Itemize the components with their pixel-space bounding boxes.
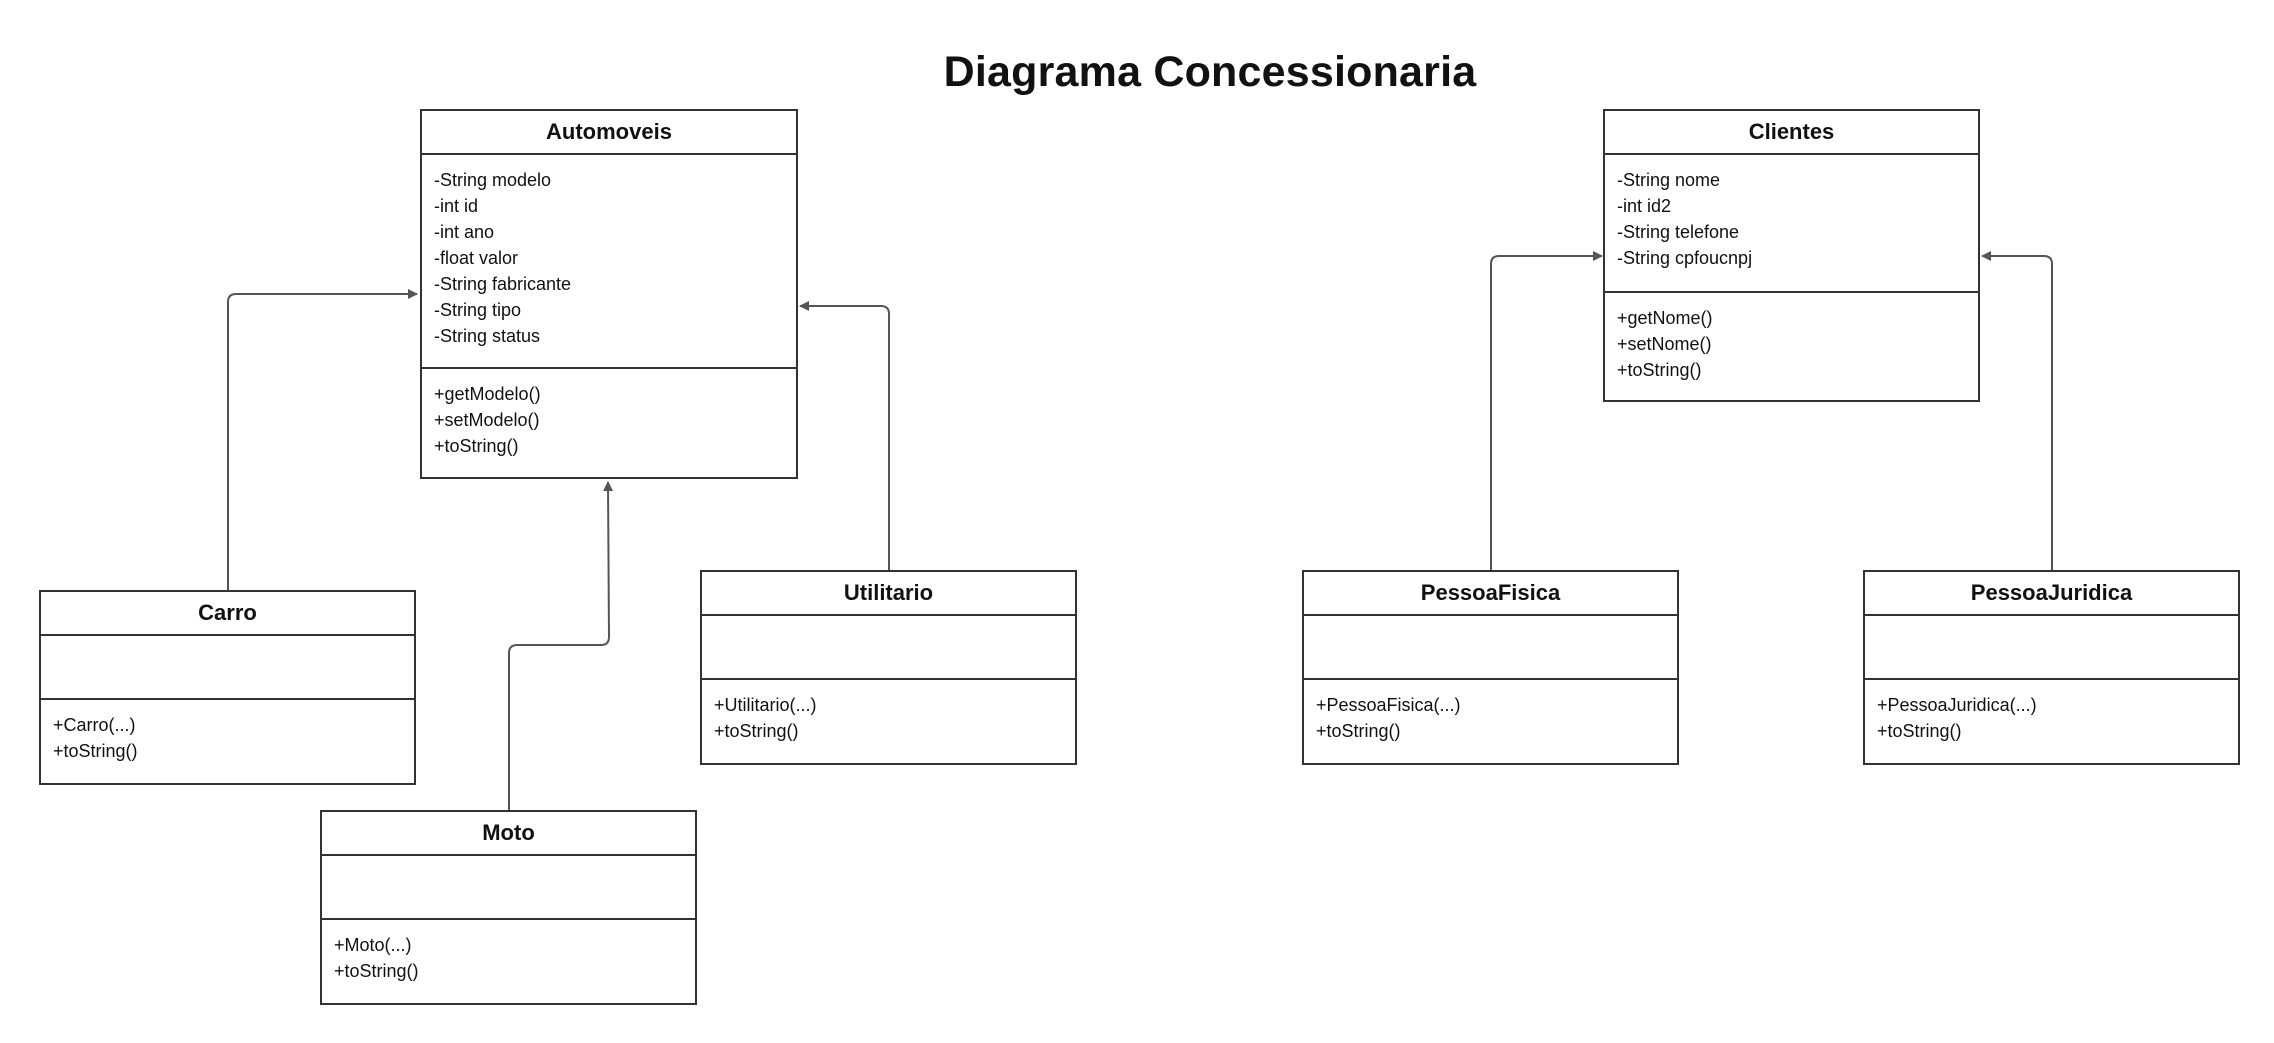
method: +toString() [1877,721,1962,741]
class-name: Carro [41,592,414,636]
class-attributes: -String nome -int id2 -String telefone -… [1605,155,1978,293]
class-methods: +getModelo() +setModelo() +toString() [422,369,796,477]
class-attributes: -String modelo -int id -int ano -float v… [422,155,796,369]
attribute: -float valor [434,248,519,268]
class-pessoajuridica[interactable]: PessoaJuridica +PessoaJuridica(...) +toS… [1863,570,2240,765]
attribute: -String nome [1617,170,1721,190]
method: +Carro(...) [53,715,136,735]
class-methods: +getNome() +setNome() +toString() [1605,293,1978,400]
class-name: Utilitario [702,572,1075,616]
class-methods: +Carro(...) +toString() [41,700,414,783]
method: +toString() [1316,721,1401,741]
class-carro[interactable]: Carro +Carro(...) +toString() [39,590,416,785]
connector-moto-automoveis [508,481,614,812]
method: +toString() [714,721,799,741]
class-name: Clientes [1605,111,1978,155]
class-attributes [702,616,1075,680]
attribute: -String fabricante [434,274,572,294]
class-methods: +PessoaJuridica(...) +toString() [1865,680,2238,763]
class-automoveis[interactable]: Automoveis -String modelo -int id -int a… [420,109,798,479]
class-moto[interactable]: Moto +Moto(...) +toString() [320,810,697,1005]
attribute: -int ano [434,222,495,242]
connector-carro-automoveis [227,289,418,590]
class-name: Moto [322,812,695,856]
method: +Utilitario(...) [714,695,817,715]
class-attributes [41,636,414,700]
attribute: -String cpfoucnpj [1617,248,1753,268]
attribute: -int id [434,196,479,216]
attribute: -String tipo [434,300,522,320]
method: +toString() [1617,360,1702,380]
connector-utilitario-automoveis [799,301,890,570]
method: +toString() [334,961,419,981]
connector-pessoajuridica-clientes [1981,251,2053,570]
method: +getNome() [1617,308,1713,328]
method: +setModelo() [434,410,540,430]
class-attributes [1304,616,1677,680]
class-methods: +Moto(...) +toString() [322,920,695,1003]
class-methods: +Utilitario(...) +toString() [702,680,1075,763]
connector-pessoafisica-clientes [1490,251,1603,570]
method: +Moto(...) [334,935,412,955]
class-clientes[interactable]: Clientes -String nome -int id2 -String t… [1603,109,1980,402]
class-name: Automoveis [422,111,796,155]
method: +toString() [434,436,519,456]
method: +getModelo() [434,384,541,404]
attribute: -String telefone [1617,222,1740,242]
attribute: -String modelo [434,170,552,190]
method: +PessoaJuridica(...) [1877,695,2037,715]
method: +PessoaFisica(...) [1316,695,1461,715]
class-name: PessoaFisica [1304,572,1677,616]
method: +setNome() [1617,334,1712,354]
attribute: -int id2 [1617,196,1672,216]
class-pessoafisica[interactable]: PessoaFisica +PessoaFisica(...) +toStrin… [1302,570,1679,765]
class-name: PessoaJuridica [1865,572,2238,616]
class-utilitario[interactable]: Utilitario +Utilitario(...) +toString() [700,570,1077,765]
class-attributes [322,856,695,920]
class-methods: +PessoaFisica(...) +toString() [1304,680,1677,763]
attribute: -String status [434,326,541,346]
method: +toString() [53,741,138,761]
class-attributes [1865,616,2238,680]
diagram-title: Diagrama Concessionaria [943,48,1477,96]
